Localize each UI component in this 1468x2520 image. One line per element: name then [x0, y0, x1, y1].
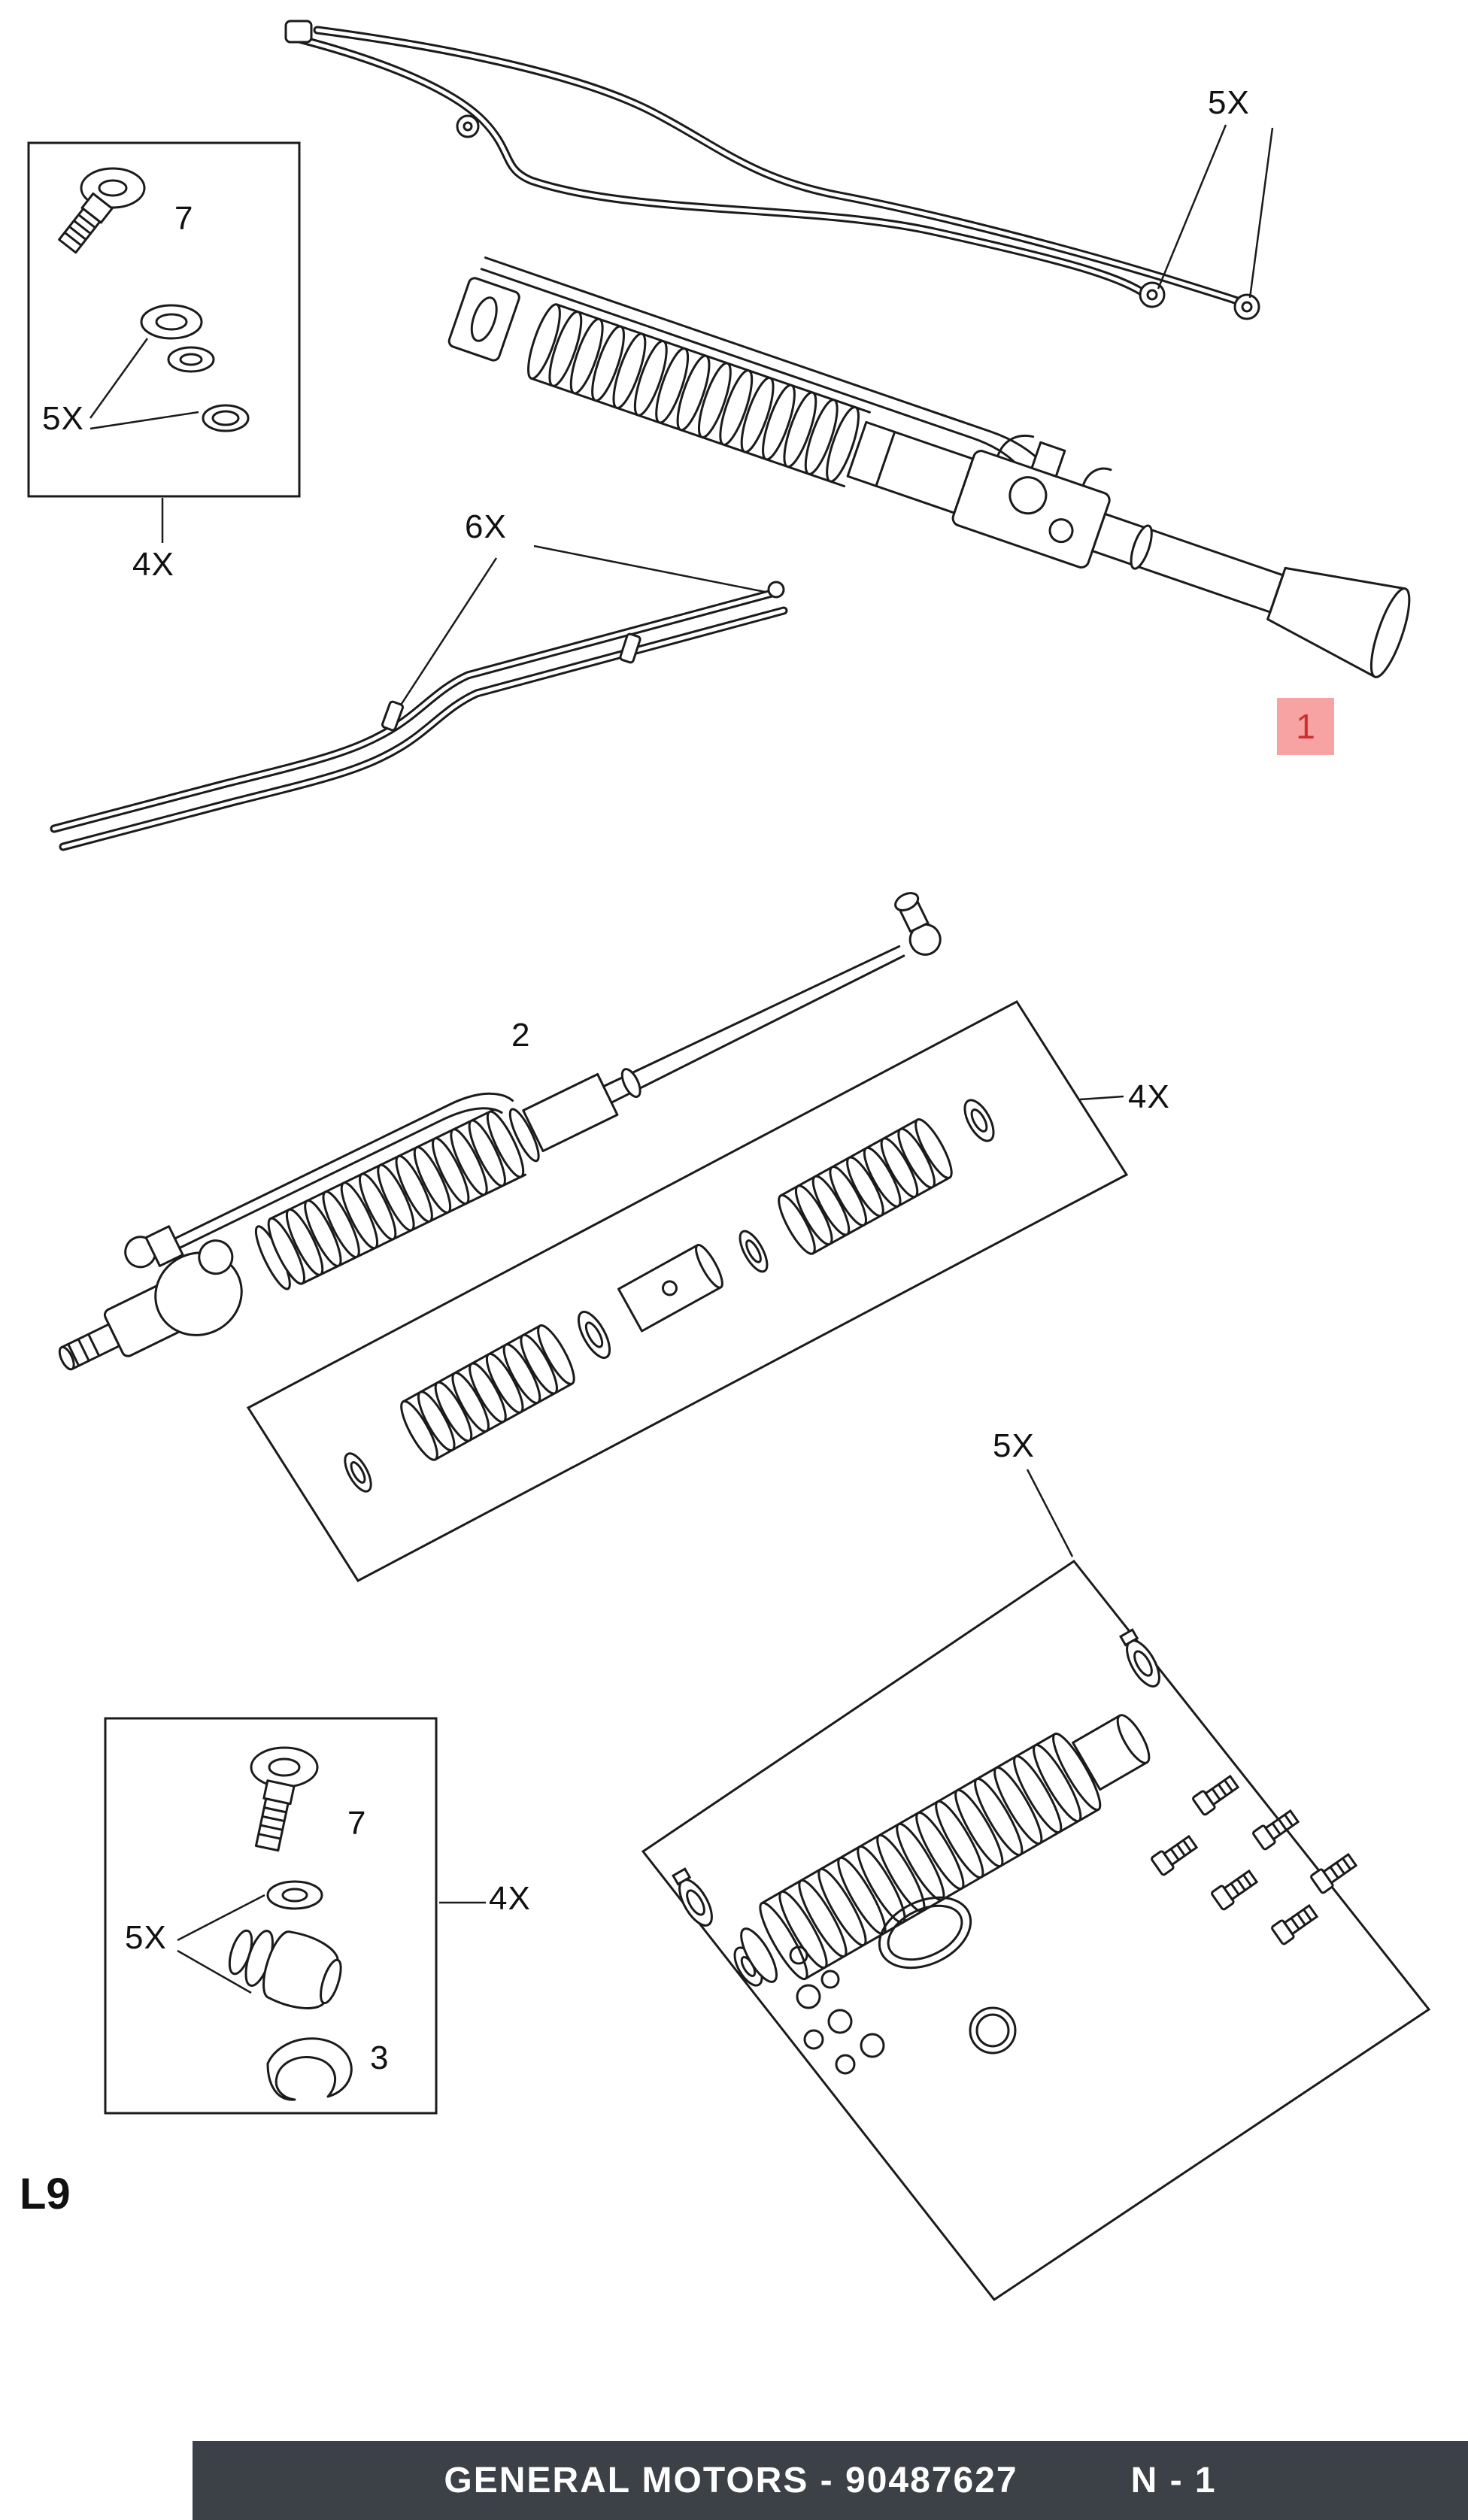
kit-o-rings — [789, 1896, 1017, 2075]
callout-qty-boot-box: 4X — [1128, 1078, 1170, 1115]
callout-qty-repair-kit: 5X — [993, 1427, 1035, 1464]
steering-gear-drawing — [447, 256, 1411, 678]
kit-bolts — [1149, 1772, 1360, 1946]
callout-item-3[interactable]: 3 — [370, 2039, 390, 2076]
steering-gear-alt-drawing — [58, 892, 942, 1371]
footer-sheet-ref: N - 1 — [1130, 2461, 1217, 2500]
callout-qty-inset-bottom: 4X — [489, 1880, 531, 1917]
callout-qty-pipe-clips: 6X — [465, 508, 507, 545]
callout-item-1[interactable]: 1 — [1277, 698, 1334, 755]
return-pipe-drawing — [54, 581, 784, 847]
callout-item-7-bottom[interactable]: 7 — [347, 1805, 367, 1842]
boot-box — [246, 1000, 1129, 1582]
callout-item-2[interactable]: 2 — [511, 1017, 531, 1054]
inset-box-bottom — [104, 1717, 438, 2115]
callout-qty-seals-bottom: 5X — [125, 1919, 167, 1956]
sheet-code: L9 — [20, 2170, 71, 2218]
repair-kit-box — [641, 1559, 1431, 2302]
inset-box-top — [27, 141, 301, 498]
footer-bar: GENERAL MOTORS - 90487627 N - 1 — [193, 2441, 1468, 2520]
callout-qty-hose-grommets: 5X — [1208, 84, 1250, 121]
callout-lines — [89, 124, 1274, 1994]
hydraulic-pipes-drawing — [284, 20, 1260, 320]
callout-qty-inset-top: 4X — [132, 546, 174, 583]
callout-qty-seals-top: 5X — [42, 400, 84, 437]
footer-brand-part-number: GENERAL MOTORS - 90487627 — [444, 2461, 1018, 2500]
callout-item-7-top[interactable]: 7 — [174, 200, 194, 237]
